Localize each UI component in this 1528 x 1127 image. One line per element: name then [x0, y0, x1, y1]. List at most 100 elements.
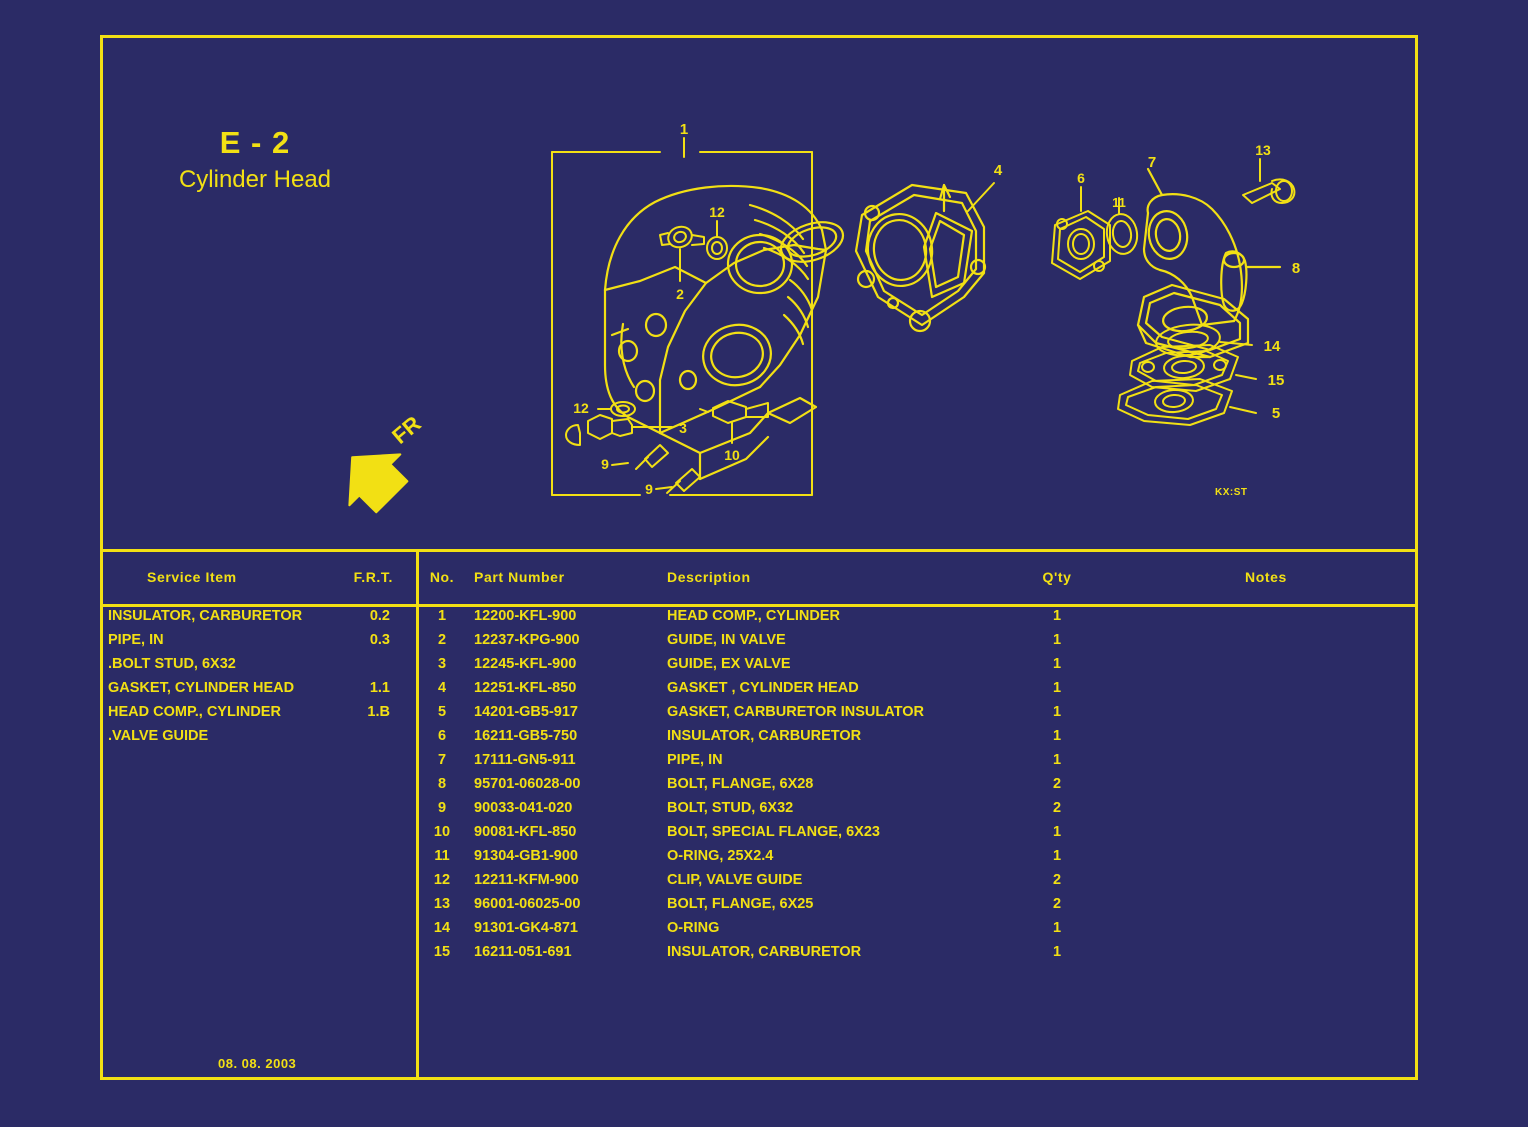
stud-bolts	[611, 444, 701, 494]
service-row: GASKET, CYLINDER HEAD 1.1	[103, 676, 417, 700]
part-description: BOLT, STUD, 6X32	[667, 800, 794, 816]
part-no: 2	[437, 632, 447, 648]
part-no: 15	[433, 944, 451, 960]
part-qty: 2	[1052, 872, 1062, 888]
callout-label-12-bottom: 12	[573, 400, 589, 416]
part-no: 6	[437, 728, 447, 744]
table-row: 9 90033-041-020 BOLT, STUD, 6X32 2	[420, 796, 1415, 820]
callout-label-13: 13	[1255, 142, 1271, 158]
carburetor-insulator-gasket-6	[1051, 186, 1111, 280]
part-notes	[1117, 748, 1415, 772]
part-number: 90081-KFL-850	[474, 824, 577, 840]
table-row: 3 12245-KFL-900 GUIDE, EX VALVE 1	[420, 652, 1415, 676]
part-description: O-RING	[667, 920, 720, 936]
part-notes	[1117, 652, 1415, 676]
part-number: 16211-051-691	[474, 944, 572, 960]
table-row: 12 12211-KFM-900 CLIP, VALVE GUIDE 2	[420, 868, 1415, 892]
part-number: 91304-GB1-900	[474, 848, 578, 864]
service-item-frt: 0.3	[369, 632, 390, 648]
callout-label-15: 15	[1268, 372, 1285, 389]
table-row: 7 17111-GN5-911 PIPE, IN 1	[420, 748, 1415, 772]
part-description: INSULATOR, CARBURETOR	[667, 728, 862, 744]
part-description: O-RING, 25X2.4	[667, 848, 774, 864]
part-qty: 1	[1052, 752, 1062, 768]
part-notes	[1117, 916, 1415, 940]
service-item-name: .VALVE GUIDE	[108, 728, 209, 744]
table-row: 1 12200-KFL-900 HEAD COMP., CYLINDER 1	[420, 604, 1415, 628]
part-number: 12200-KFL-900	[474, 608, 577, 624]
service-item-frt	[341, 652, 417, 676]
part-notes	[1117, 892, 1415, 916]
service-item-name: GASKET, CYLINDER HEAD	[108, 680, 295, 696]
part-number: 16211-GB5-750	[474, 728, 578, 744]
service-row: PIPE, IN 0.3	[103, 628, 417, 652]
service-table-body: INSULATOR, CARBURETOR 0.2 PIPE, IN 0.3 .…	[103, 604, 417, 748]
service-item-frt: 1.1	[369, 680, 390, 696]
service-item-frt: 1.B	[367, 704, 390, 720]
table-row: 15 16211-051-691 INSULATOR, CARBURETOR 1	[420, 940, 1415, 964]
table-row: 11 91304-GB1-900 O-RING, 25X2.4 1	[420, 844, 1415, 868]
table-row: 10 90081-KFL-850 BOLT, SPECIAL FLANGE, 6…	[420, 820, 1415, 844]
part-description: GASKET , CYLINDER HEAD	[667, 680, 859, 696]
part-number: 95701-06028-00	[474, 776, 581, 792]
callout-label-1: 1	[680, 121, 688, 138]
callout-label-6: 6	[1077, 170, 1085, 186]
table-row: 2 12237-KPG-900 GUIDE, IN VALVE 1	[420, 628, 1415, 652]
part-number: 14201-GB5-917	[474, 704, 578, 720]
part-qty: 1	[1052, 680, 1062, 696]
callout-label-4: 4	[994, 162, 1003, 179]
part-no: 7	[437, 752, 447, 768]
table-row: 8 95701-06028-00 BOLT, FLANGE, 6X28 2	[420, 772, 1415, 796]
callout-label-5: 5	[1272, 405, 1280, 422]
parts-table-body: 1 12200-KFL-900 HEAD COMP., CYLINDER 1 2…	[420, 604, 1415, 964]
part-notes	[1117, 940, 1415, 964]
revision-date: 08. 08. 2003	[218, 1056, 297, 1071]
part-no: 8	[437, 776, 447, 792]
callout-label-12-top: 12	[709, 204, 725, 220]
part-number: 12251-KFL-850	[474, 680, 577, 696]
part-qty: 2	[1052, 776, 1062, 792]
o-ring-11	[1105, 197, 1139, 255]
qty-header: Q'ty	[1042, 569, 1072, 585]
part-no: 4	[437, 680, 447, 696]
part-qty: 2	[1052, 800, 1062, 816]
section-code: E - 2	[219, 125, 291, 160]
part-qty: 1	[1052, 920, 1062, 936]
callout-label-2: 2	[676, 286, 684, 302]
page-title-block: E - 2 Cylinder Head	[95, 125, 415, 196]
table-row: 14 91301-GK4-871 O-RING 1	[420, 916, 1415, 940]
diagram-table-divider	[100, 549, 1418, 552]
valve-guide-clip-top	[659, 220, 728, 282]
table-row: 4 12251-KFL-850 GASKET , CYLINDER HEAD 1	[420, 676, 1415, 700]
intake-pipe	[1136, 167, 1282, 359]
part-notes	[1117, 844, 1415, 868]
service-row: .VALVE GUIDE	[103, 724, 417, 748]
service-item-name: PIPE, IN	[108, 632, 164, 648]
service-row: .BOLT STUD, 6X32	[103, 652, 417, 676]
callout-label-9b: 9	[645, 481, 653, 497]
part-qty: 2	[1052, 896, 1062, 912]
part-qty: 1	[1052, 632, 1062, 648]
no-header: No.	[429, 569, 455, 585]
service-item-name: INSULATOR, CARBURETOR	[108, 608, 303, 624]
part-description: INSULATOR, CARBURETOR	[667, 944, 862, 960]
callout-label-3: 3	[679, 420, 687, 436]
part-description: GUIDE, IN VALVE	[667, 632, 786, 648]
part-number: 90033-041-020	[474, 800, 573, 816]
part-description: GUIDE, EX VALVE	[667, 656, 791, 672]
part-notes	[1117, 772, 1415, 796]
o-ring-14	[1155, 323, 1253, 357]
service-item-name: .BOLT STUD, 6X32	[108, 656, 236, 672]
svg-text:FR: FR	[387, 411, 426, 449]
sheet-code: KX:ST	[1215, 487, 1248, 498]
description-header: Description	[667, 569, 751, 585]
part-qty: 1	[1052, 848, 1062, 864]
service-row: INSULATOR, CARBURETOR 0.2	[103, 604, 417, 628]
cylinder-head-gasket	[854, 183, 987, 333]
exploded-parts-diagram: 1	[100, 35, 1418, 550]
part-notes	[1117, 820, 1415, 844]
part-number: 12211-KFM-900	[474, 872, 579, 888]
callout-label-14: 14	[1264, 338, 1281, 355]
service-item-header: Service Item	[147, 569, 237, 585]
part-notes	[1117, 700, 1415, 724]
